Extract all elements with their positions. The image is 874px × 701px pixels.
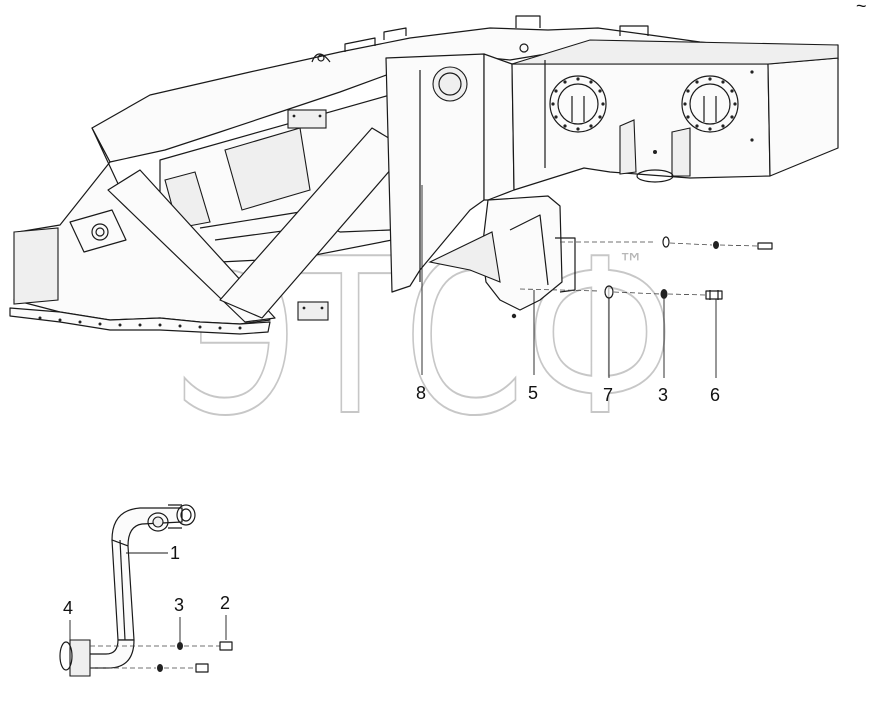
rear-support-bracket [619, 119, 637, 175]
frame-bottom-flange [9, 307, 271, 335]
lifting-loop-1 [311, 53, 331, 63]
pipe-elbow-top [111, 507, 183, 547]
top-fastener-set [519, 236, 773, 300]
frame-left-end-face [13, 227, 59, 305]
mount-pad-bottom [297, 301, 329, 321]
rear-box-top [511, 39, 839, 65]
flange-bolt-holes [38, 316, 242, 330]
gasket-4 [59, 641, 73, 671]
rear-box-front [511, 63, 771, 191]
pivot-hole [91, 223, 109, 241]
lifting-loop-2 [344, 37, 376, 52]
callout-3-bottom: 3 [174, 595, 184, 615]
bolt-upper-6 [757, 242, 773, 250]
mount-pad-top [287, 109, 327, 129]
rear-drain-hole [636, 169, 674, 183]
top-lug-hole [519, 43, 529, 53]
pipe-assembly [59, 504, 233, 677]
corner-mark: ~ [856, 0, 867, 16]
trademark-symbol: ™ [618, 249, 644, 279]
left-flange-bolts [551, 77, 605, 131]
frame-assembly [9, 15, 839, 335]
pipe-side-port [147, 512, 169, 532]
right-flange-ring [681, 75, 739, 133]
bolt-pipe-2 [219, 641, 233, 651]
callout-5: 5 [528, 383, 538, 403]
right-front-plate [483, 53, 515, 201]
callout-3-top: 3 [658, 385, 668, 405]
bracket-web [428, 231, 501, 283]
rear-support-bracket-2 [671, 127, 691, 177]
callout-7: 7 [603, 385, 613, 405]
pipe-elbow-bottom [85, 639, 135, 669]
left-flange-ring [549, 75, 607, 133]
lifting-loop-3 [383, 27, 407, 40]
pipe-flange-bottom [69, 639, 91, 677]
nut-upper-3 [713, 241, 719, 249]
washer-upper-7 [662, 236, 670, 248]
nut-pipe-3 [177, 642, 183, 650]
pivot-lug [69, 209, 127, 253]
lifting-loop-4 [515, 15, 541, 28]
bolt-lower-6 [705, 290, 723, 300]
callout-8: 8 [416, 383, 426, 403]
rear-box-right [767, 57, 839, 177]
callouts-top: 8 5 7 3 6 [416, 185, 720, 405]
callouts-bottom: 1 4 3 2 [63, 543, 230, 645]
right-flange-bolts [683, 77, 737, 131]
callout-4: 4 [63, 598, 73, 618]
callout-2: 2 [220, 593, 230, 613]
nut-lower-3 [660, 289, 668, 299]
diagonal-brace-1 [107, 169, 276, 323]
inner-window [224, 127, 311, 211]
bolt-pipe-lower [195, 663, 209, 673]
column-bore [432, 66, 468, 102]
callout-6: 6 [710, 385, 720, 405]
callout-1: 1 [170, 543, 180, 563]
lifting-loop-5 [619, 25, 649, 36]
pipe-outlet-end [176, 504, 196, 526]
